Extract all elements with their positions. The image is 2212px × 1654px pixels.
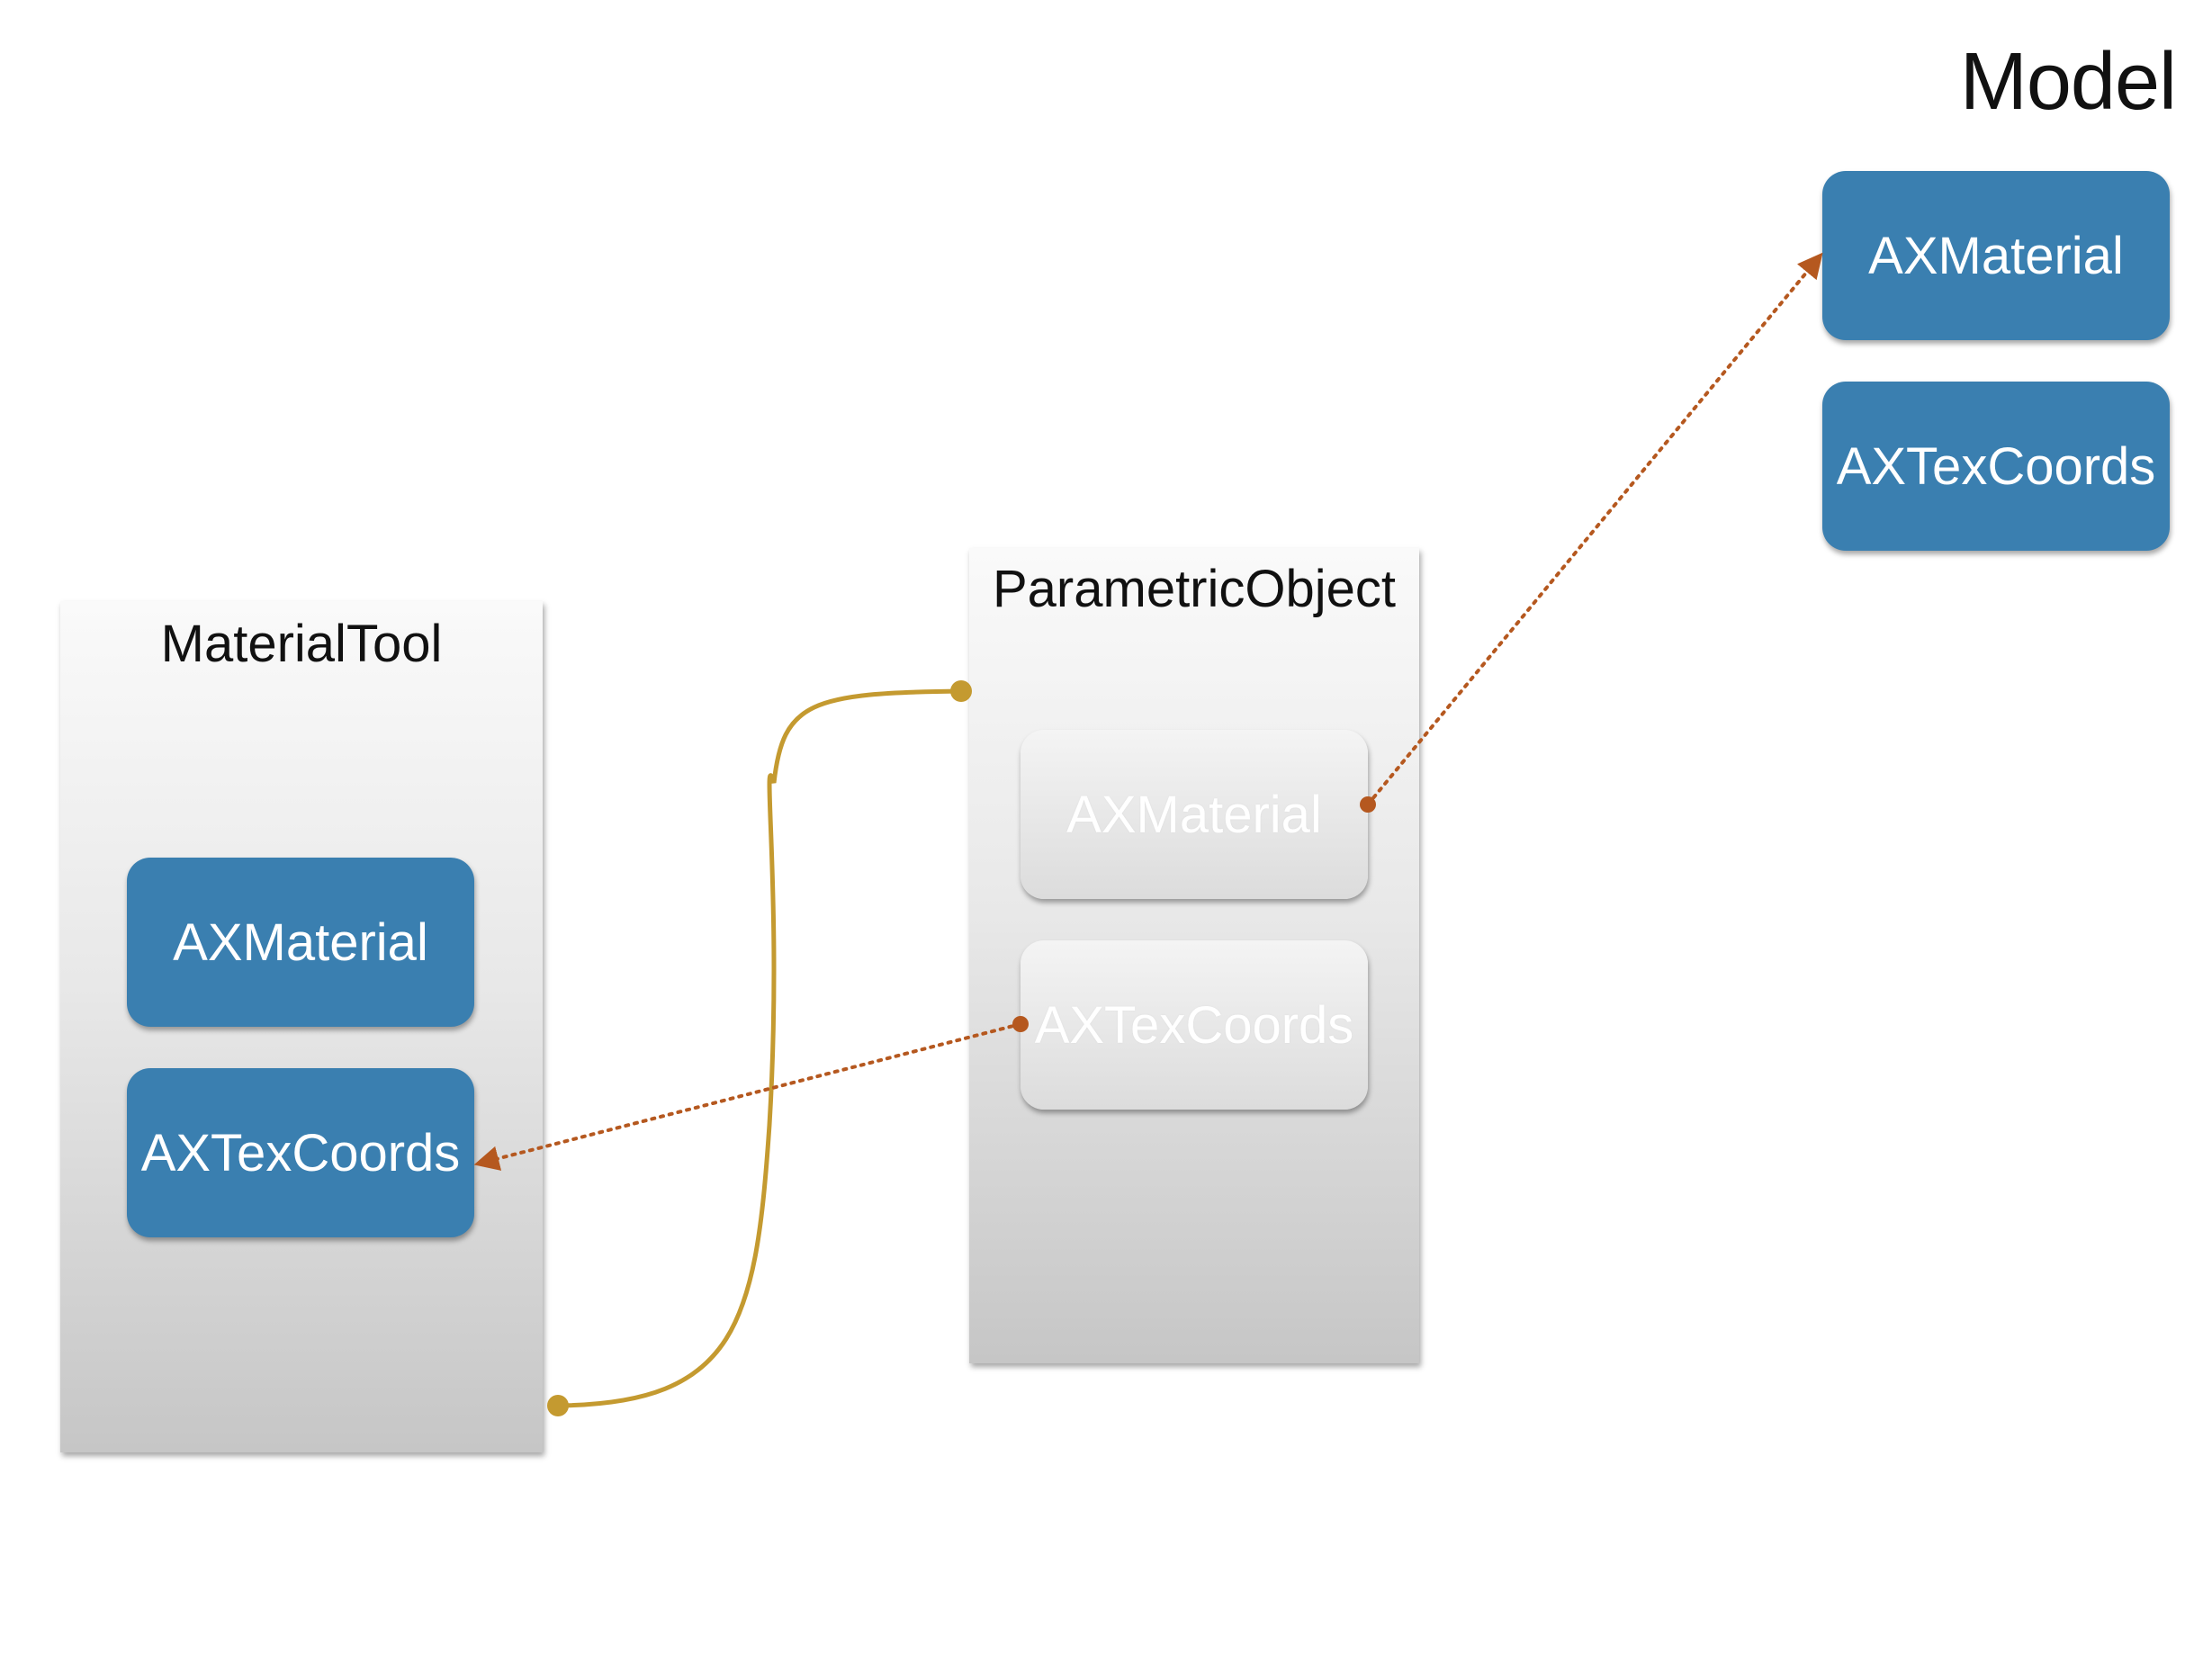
model-axtexcoords-label: AXTexCoords xyxy=(1836,436,2156,496)
axmaterial-reference-arrow xyxy=(1366,252,1823,806)
materialtool-axtexcoords-label: AXTexCoords xyxy=(140,1123,461,1182)
materialtool-axtexcoords-box: AXTexCoords xyxy=(127,1068,474,1237)
model-axtexcoords-box: AXTexCoords xyxy=(1822,382,2170,551)
materialtool-to-parametricobject-connector xyxy=(557,688,962,1408)
parametricobject-title: ParametricObject xyxy=(992,560,1397,618)
parametricobject-axtexcoords-box: AXTexCoords xyxy=(1021,940,1368,1110)
axtexcoords-reference-arrow xyxy=(473,1022,1022,1171)
parametricobject-axtexcoords-label: AXTexCoords xyxy=(1034,995,1354,1055)
materialtool-title: MaterialTool xyxy=(160,615,443,673)
connector-endpoint-materialtool xyxy=(547,1395,569,1416)
model-axmaterial-box: AXMaterial xyxy=(1822,171,2170,340)
materialtool-axmaterial-box: AXMaterial xyxy=(127,858,474,1027)
parametricobject-axmaterial-box: AXMaterial xyxy=(1021,730,1368,899)
materialtool-panel: MaterialTool AXMaterial AXTexCoords xyxy=(60,601,543,1452)
materialtool-axmaterial-label: AXMaterial xyxy=(173,912,428,972)
parametricobject-panel: ParametricObject AXMaterial AXTexCoords xyxy=(969,548,1419,1363)
parametricobject-axmaterial-label: AXMaterial xyxy=(1066,785,1322,844)
model-title: Model xyxy=(1959,37,2177,127)
model-axmaterial-label: AXMaterial xyxy=(1868,226,2124,285)
